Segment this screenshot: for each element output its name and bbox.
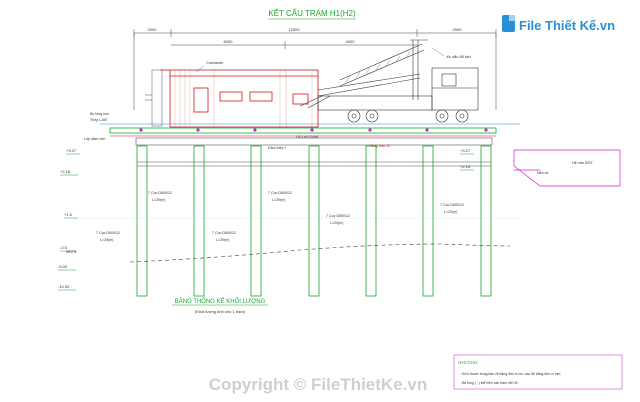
notes-line-1: - Kích thước trong bản vẽ bằng đơn vị cm… xyxy=(460,371,561,376)
piles xyxy=(136,145,492,297)
pile-label-5: 7 Cọc D600/12 xyxy=(96,231,120,235)
pile-sub-1: L=20(m) xyxy=(152,198,165,202)
beam-note: Gỗ Lim 200x4 xyxy=(296,134,318,139)
right-elevation-ticks xyxy=(460,153,474,171)
table-subtitle: (Khối lượng tính cho 1 trạm) xyxy=(195,309,246,314)
notes-heading: GHI CHÚ: xyxy=(458,359,478,365)
pile-label-4: 7 Cọc D600/12 xyxy=(326,214,350,218)
elev-2: -5.00 xyxy=(58,264,68,269)
pile-label-1: 7 Cọc D600/12 xyxy=(148,191,172,195)
drawing-title: KẾT CẤU TRẠM H1(H2) xyxy=(268,8,356,18)
logo: File Thiết Kế.vn xyxy=(502,15,615,33)
deck-markers xyxy=(139,128,488,132)
deck xyxy=(100,123,520,146)
pile-sub-4: L=20(m) xyxy=(330,221,343,225)
right-small-note: Nền cũ xyxy=(537,171,548,175)
container-leader xyxy=(195,65,205,73)
container-hatch xyxy=(174,70,313,127)
elevation-ticks xyxy=(58,153,80,291)
container-label: Container xyxy=(206,60,224,65)
left-frame xyxy=(145,69,163,127)
elev-mid: +2.18 xyxy=(60,169,71,174)
steel-note: Thép bản 12 xyxy=(370,144,390,148)
elev-right-mid: +2.18 xyxy=(460,164,471,169)
pile-sub-5: L=20(m) xyxy=(100,238,113,242)
ground-line xyxy=(129,243,511,263)
right-section xyxy=(513,149,621,187)
elev-1: -0.5 xyxy=(60,245,68,250)
logo-mark-fold xyxy=(509,15,515,21)
dim-left: 2000 xyxy=(148,27,158,32)
ground-note: MNTN xyxy=(66,250,77,254)
pile-sub-2: L=20(m) xyxy=(272,198,285,202)
dimension-lines xyxy=(133,29,497,110)
dim-right: 2000 xyxy=(453,27,463,32)
dim-sub-right: 4000 xyxy=(346,39,356,44)
copyright-watermark: Copyright © FileThietKe.vn xyxy=(209,375,427,394)
dim-middle: 12000 xyxy=(288,27,300,32)
crane-boom-detail xyxy=(345,51,411,83)
pile-sub-3: L=22(m) xyxy=(444,210,457,214)
elev-right-top: +3.27 xyxy=(460,148,471,153)
pile-label-6: 7 Cọc D600/12 xyxy=(212,231,236,235)
elev-top: +3.27 xyxy=(66,148,77,153)
left-note-2: Thép L100 xyxy=(90,118,107,122)
pile-label-3: 7 Cọc D600/12 xyxy=(440,203,464,207)
notes-box xyxy=(453,354,623,390)
crane-leader xyxy=(431,47,445,57)
elev-water: +1.5 xyxy=(64,212,73,217)
dim-sub-left: 8000 xyxy=(224,39,234,44)
container xyxy=(160,69,319,128)
pile-label-2: 7 Cọc D600/12 xyxy=(268,191,292,195)
crane-truck xyxy=(299,39,479,123)
logo-text: File Thiết Kế.vn xyxy=(519,18,615,33)
beam-label: Dầm thép I xyxy=(268,146,286,150)
elev-3: -10.00 xyxy=(58,284,70,289)
notes-line-2: - Bê tông (...) thể hiện cấu trạm nổi H2… xyxy=(460,381,519,385)
deck-note: Lớp đầm nền xyxy=(84,137,105,141)
pile-sub-6: L=20(m) xyxy=(216,238,229,242)
table-title: BẢNG THỐNG KÊ KHỐI LƯỢNG xyxy=(175,297,266,305)
left-note-1: Bu lông neo xyxy=(90,112,109,116)
pile-brace xyxy=(137,161,491,167)
right-note: Hệ ván BGT xyxy=(572,161,594,165)
crane-label: Xe cẩu 80 tấn xyxy=(446,54,471,59)
